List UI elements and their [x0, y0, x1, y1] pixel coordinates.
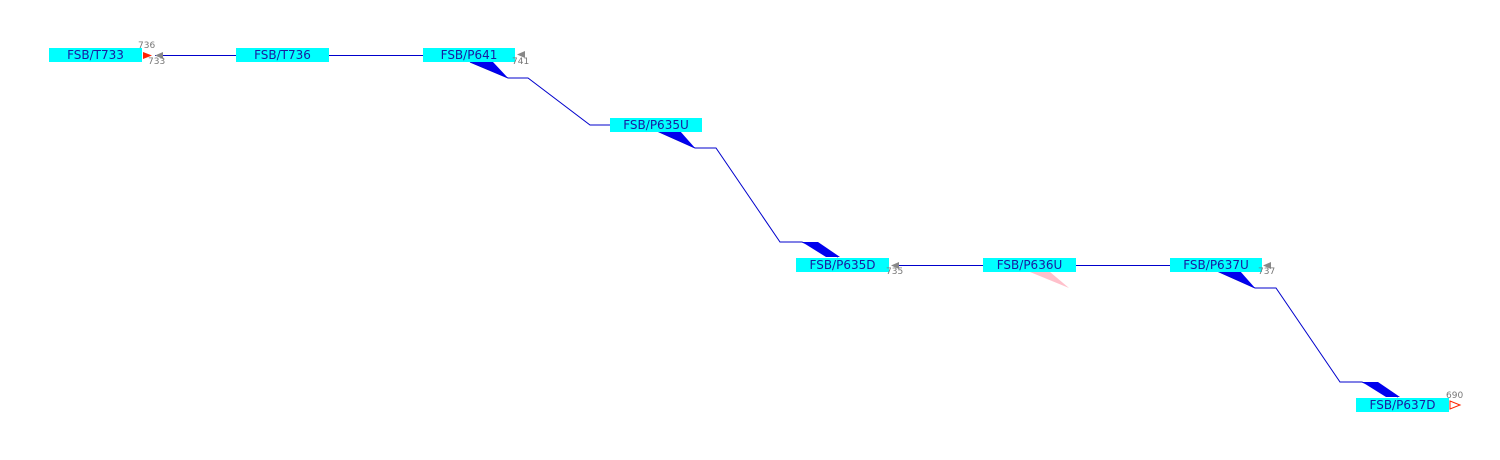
- grey-arrow-icon: [155, 52, 163, 59]
- node-fsb-p641[interactable]: FSB/P641: [423, 48, 515, 62]
- switch-wedge-p637u: [1217, 271, 1255, 288]
- link-p641-p635u: [469, 61, 610, 126]
- node-fsb-p635u[interactable]: FSB/P635U: [610, 118, 702, 132]
- node-fsb-p636u[interactable]: FSB/P636U: [983, 258, 1076, 272]
- node-fsb-t733[interactable]: FSB/T733: [49, 48, 142, 62]
- signal-number-741: 741: [512, 57, 530, 67]
- link-p635u-p635d: [656, 130, 839, 258]
- signal-number-737: 737: [1258, 267, 1276, 277]
- switch-wedge-p635u: [657, 131, 695, 148]
- signal-number-735: 735: [886, 267, 904, 277]
- node-fsb-p635d[interactable]: FSB/P635D: [796, 258, 889, 272]
- switch-wedge-p636u: [1030, 272, 1069, 288]
- grey-arrow-icon: [1263, 262, 1271, 269]
- node-fsb-t736[interactable]: FSB/T736: [236, 48, 329, 62]
- red-outline-arrow-icon: [1449, 400, 1462, 410]
- signal-number-690: 690: [1446, 391, 1464, 401]
- switch-wedge-p641: [470, 62, 508, 78]
- link-p637u-p637d: [1216, 270, 1399, 398]
- grey-arrow-icon: [517, 51, 525, 58]
- grey-arrow-icon: [891, 262, 899, 269]
- red-arrow-icon: [143, 52, 152, 59]
- signal-number-736: 736: [138, 41, 156, 51]
- signal-number-733: 733: [148, 57, 166, 67]
- node-fsb-p637d[interactable]: FSB/P637D: [1356, 398, 1449, 412]
- switch-wedge-p635d: [802, 242, 840, 257]
- switch-wedge-p637d: [1362, 382, 1400, 397]
- node-fsb-p637u[interactable]: FSB/P637U: [1170, 258, 1262, 272]
